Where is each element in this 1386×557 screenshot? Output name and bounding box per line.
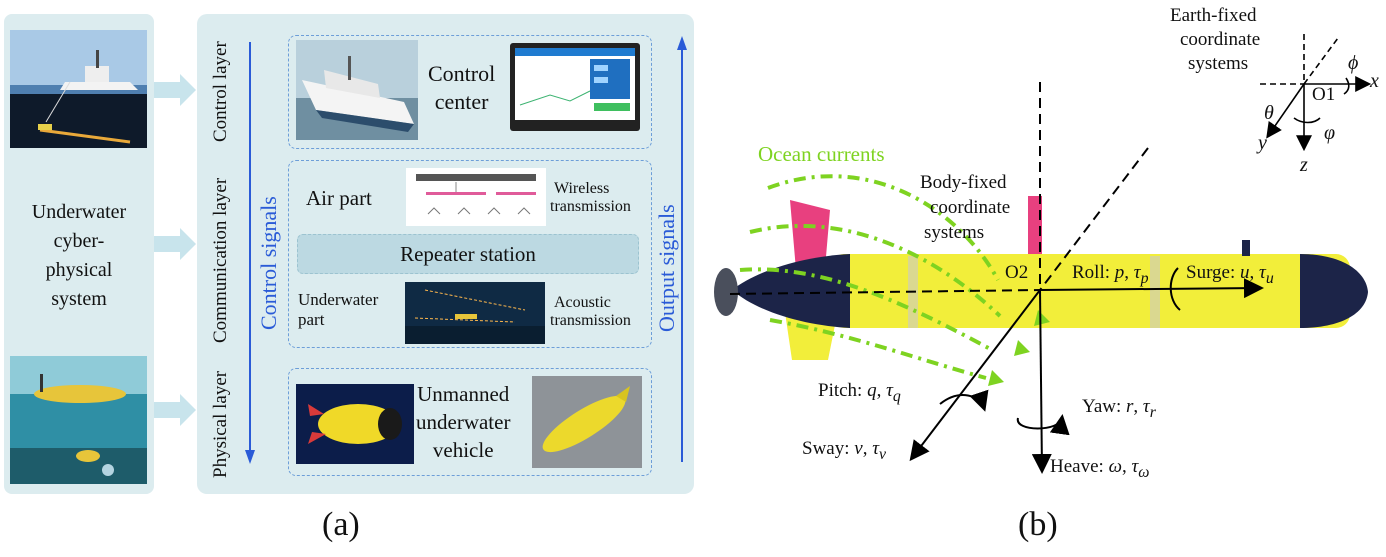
output-signals-label: Output signals (654, 204, 679, 332)
signal-arrows (245, 36, 687, 464)
ocean-currents-label: Ocean currents (758, 142, 885, 166)
axis-varphi-label: φ (1324, 122, 1336, 144)
air-part-label: Air part (306, 186, 372, 210)
yaw-label: Yaw: r, τr (1082, 396, 1156, 421)
caption-b: (b) (1018, 506, 1058, 543)
control-signals-label: Control signals (256, 196, 281, 330)
wireless-network-image (406, 168, 546, 226)
uc-system-label: Underwater cyber- physical system (31, 201, 127, 310)
control-layer-label: Control layer (210, 41, 231, 142)
earth-fixed-label: Earth-fixed coordinate systems (1170, 5, 1261, 74)
uuv-label: Unmanned underwater vehicle (416, 382, 511, 462)
sway-label: Sway: v, τv (802, 438, 887, 463)
axis-phi-label: ϕ (1348, 52, 1359, 74)
body-fixed-label: Body-fixed coordinate systems (920, 172, 1011, 243)
ship-image (10, 30, 147, 148)
underwater-part-label: Underwater part (298, 290, 379, 329)
control-layer-box (288, 35, 652, 149)
axis-z-label: z (1300, 154, 1308, 176)
wireless-transmission-label: Wireless transmission (550, 180, 631, 215)
physical-layer-box (288, 368, 652, 476)
research-ship-image (296, 40, 418, 140)
pitch-label: Pitch: q, τq (818, 380, 901, 405)
control-center-label: Control center (428, 61, 496, 114)
o1-label: O1 (1312, 84, 1336, 105)
heave-label: Heave: ω, τω (1050, 456, 1150, 481)
auv-coordinate-diagram (714, 34, 1372, 474)
surge-label: Surge: u, τu (1186, 262, 1274, 287)
earth-fixed-frame (1260, 34, 1372, 152)
uuv-sea-image (10, 356, 147, 484)
acoustic-transmission-label: Acoustic transmission (550, 294, 631, 329)
axis-y-label: y (1258, 132, 1267, 154)
body-fixed-frame (729, 82, 1264, 474)
roll-label: Roll: p, τp (1072, 262, 1149, 287)
layer-arrows (154, 74, 196, 426)
axis-theta-label: θ (1264, 102, 1274, 124)
acoustic-network-image (405, 282, 545, 344)
o2-label: O2 (1005, 262, 1029, 283)
repeater-station: Repeater station (297, 234, 639, 274)
communication-layer-label: Communication layer (210, 177, 231, 343)
physical-layer-label: Physical layer (210, 370, 231, 478)
uuv-render-image (532, 376, 642, 468)
ocean-current-arrowheads (988, 310, 1050, 386)
caption-a: (a) (322, 506, 360, 543)
ocean-currents (739, 174, 1002, 380)
auv-vehicle (714, 196, 1368, 360)
uuv-lab-image (296, 384, 414, 464)
axis-x-label: x (1370, 70, 1379, 92)
monitor-screen-image (510, 43, 640, 131)
communication-layer-box (288, 160, 652, 348)
